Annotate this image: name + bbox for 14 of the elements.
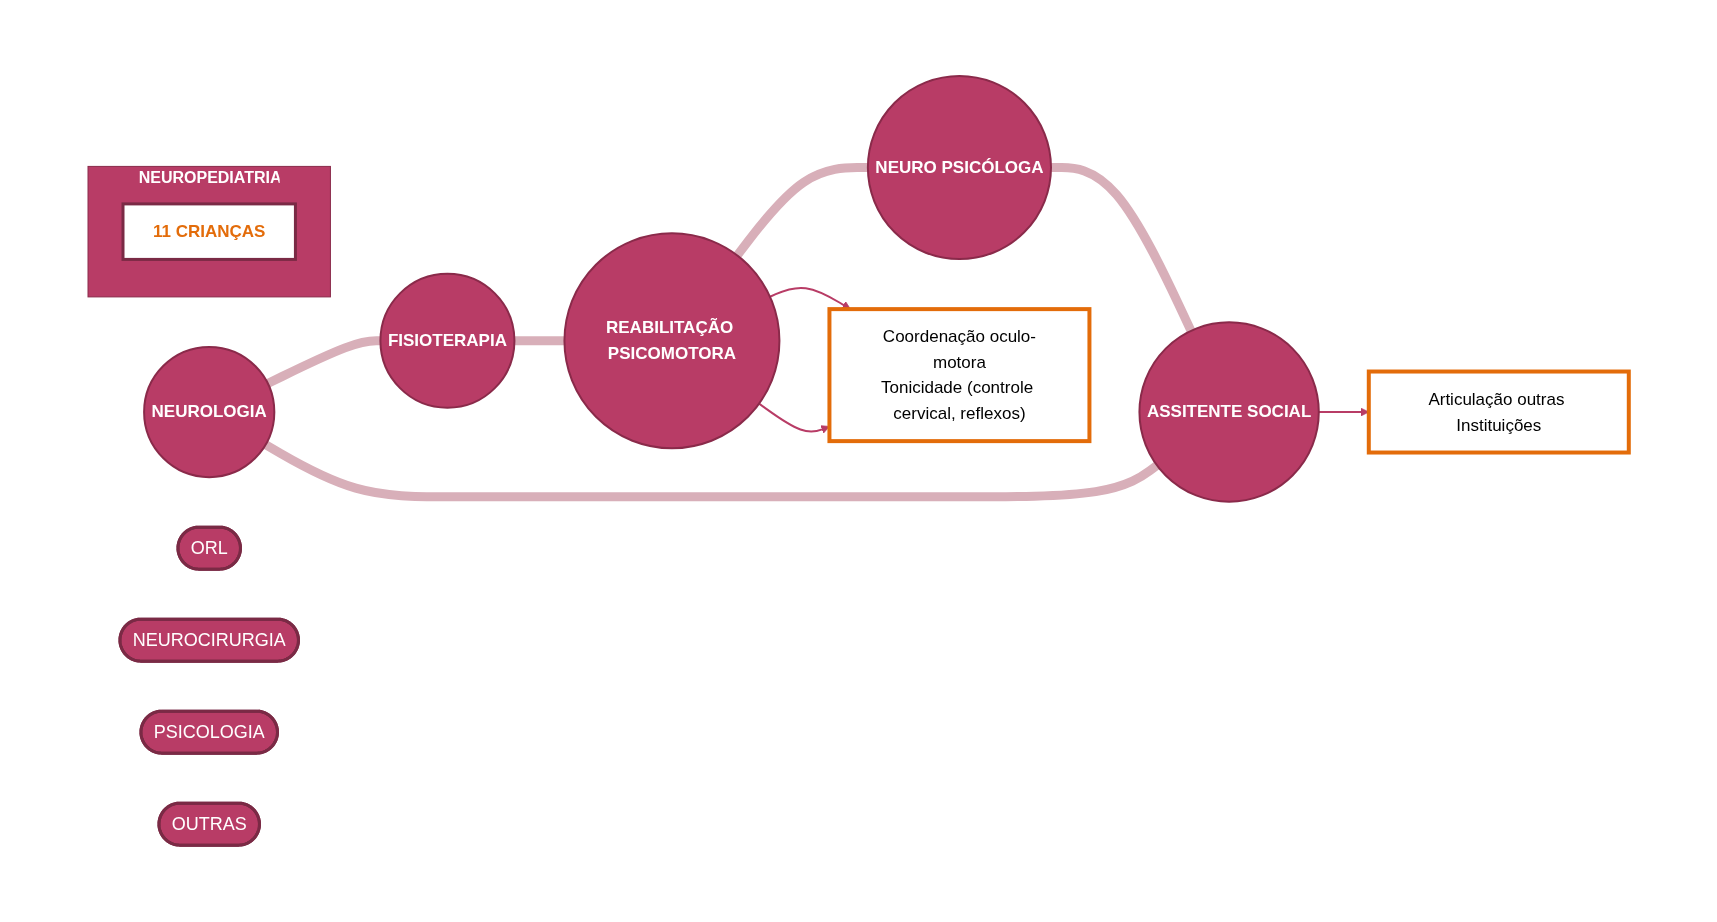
node-circle: ASSITENTE SOCIAL bbox=[1138, 321, 1320, 504]
arrow bbox=[769, 287, 851, 310]
connector bbox=[514, 336, 565, 346]
node-circle: NEUROLOGIA bbox=[143, 346, 276, 479]
node-box: Coordenação oculo-motora Tonicidade (controle cervical, reflexos) bbox=[827, 307, 1092, 444]
connector bbox=[1051, 163, 1196, 334]
connector bbox=[263, 441, 1160, 502]
node-circle: REABILITAÇÃO PSICOMOTORA bbox=[563, 232, 781, 450]
node-box: Articulação outras Instituições bbox=[1366, 369, 1631, 455]
node-circle: FISIOTERAPIA bbox=[379, 273, 516, 410]
connector bbox=[733, 163, 868, 259]
connector bbox=[265, 336, 381, 388]
node-circle: NEURO PSICÓLOGA bbox=[866, 75, 1053, 261]
node-box: 11 CRIANÇAS bbox=[121, 202, 297, 262]
